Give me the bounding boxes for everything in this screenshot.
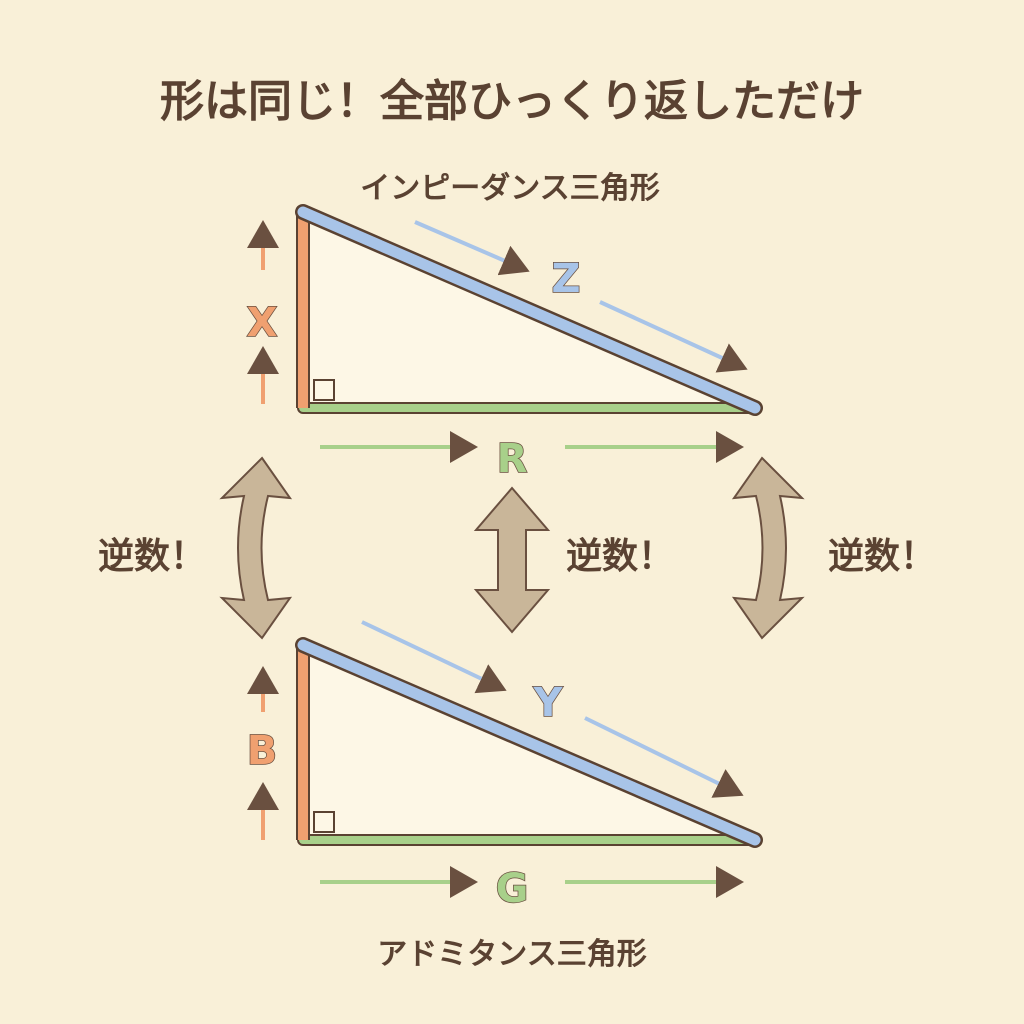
right-angle-icon [313, 811, 335, 833]
right-angle-icon [313, 379, 335, 401]
admittance-caption: アドミタンス三角形 [377, 937, 646, 972]
label-g: G [496, 866, 529, 912]
label-b: B [247, 728, 278, 774]
hypotenuse-y [297, 639, 761, 846]
label-y: Y [533, 680, 564, 726]
reciprocal-arrow-left [219, 456, 293, 640]
impedance-caption: インピーダンス三角形 [360, 171, 659, 206]
label-z: Z [551, 256, 580, 302]
title: 形は同じ！全部ひっくり返しただけ [160, 76, 864, 127]
reciprocal-label-middle: 逆数！ [566, 536, 674, 577]
reciprocal-label-right: 逆数！ [828, 536, 936, 577]
reciprocal-label-left: 逆数！ [98, 536, 206, 577]
hypotenuse-z [297, 206, 761, 414]
admittance-triangle [295, 637, 763, 848]
label-x: X [247, 300, 278, 346]
impedance-triangle [295, 204, 763, 416]
reciprocal-arrow-middle [473, 486, 551, 634]
reciprocal-arrow-right [731, 456, 805, 640]
label-r: R [497, 436, 528, 482]
